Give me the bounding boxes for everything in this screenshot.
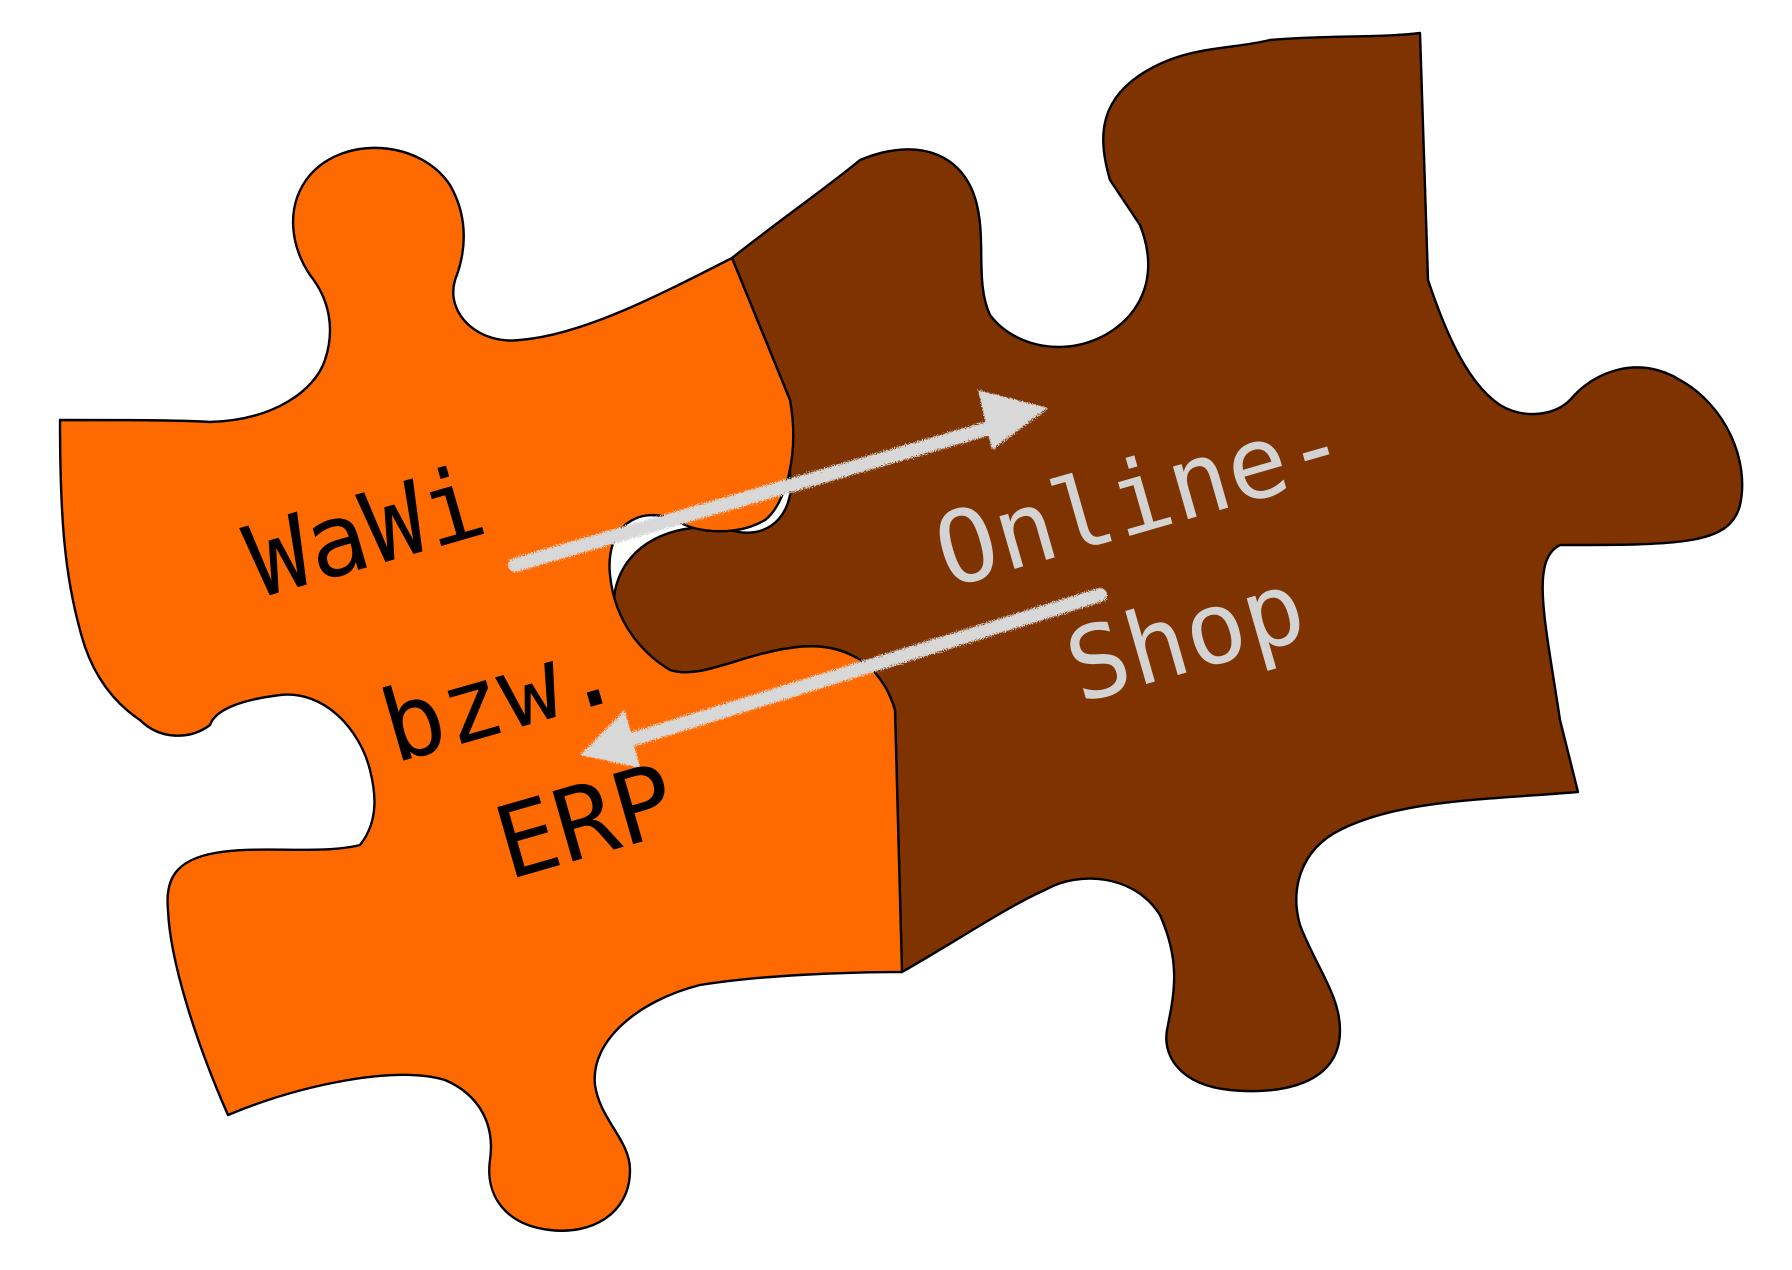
erp-puzzle-piece xyxy=(58,146,904,1232)
arrow-shop-to-erp xyxy=(580,588,1107,768)
arrow-erp-to-shop xyxy=(508,390,1048,572)
